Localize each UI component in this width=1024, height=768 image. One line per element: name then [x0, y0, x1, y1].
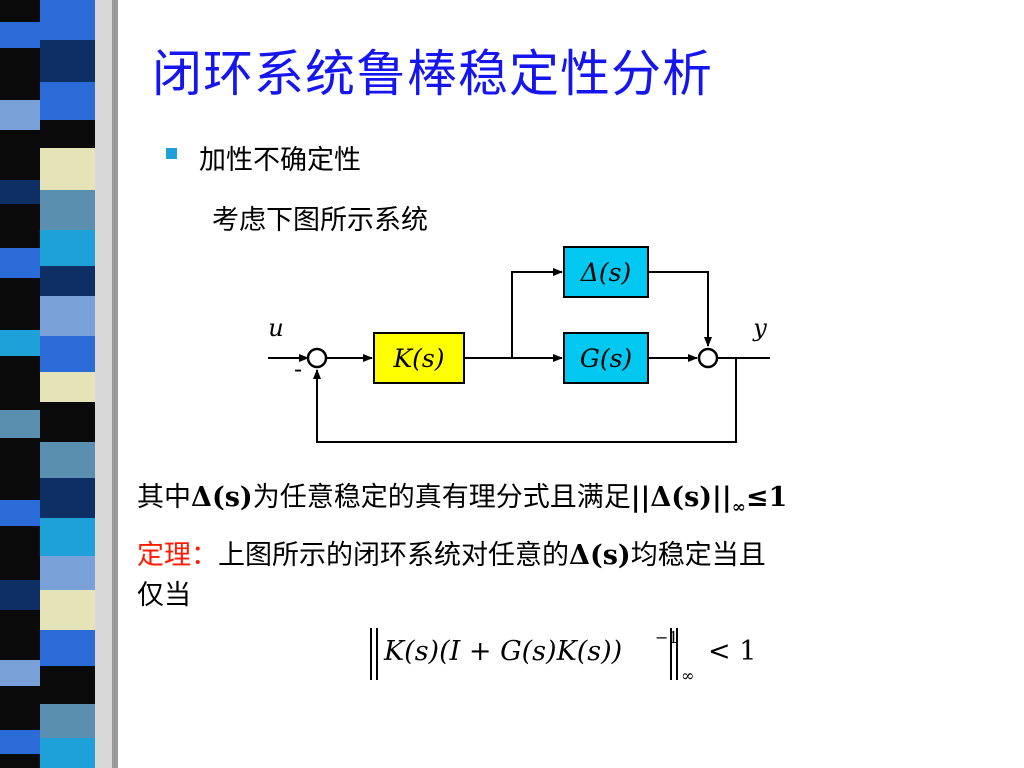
- output-label: y: [752, 314, 767, 342]
- formula-norm-subscript: ∞: [681, 666, 695, 685]
- delta-block: [563, 246, 649, 298]
- delta-block-label: Δ(s): [580, 258, 631, 287]
- block-diagram: K(s) G(s) Δ(s) u y -: [268, 246, 770, 443]
- bullet-square-icon: [166, 148, 177, 159]
- theorem-delta: Δ(s): [569, 540, 631, 571]
- condition-text: 其中Δ(s)为任意稳定的真有理分式且满足||Δ(s)||∞≤1: [137, 475, 787, 517]
- input-label: u: [268, 314, 283, 342]
- g-block: [563, 332, 649, 384]
- feedback-path: [313, 358, 737, 443]
- k-block-label: K(s): [392, 344, 444, 373]
- intro-text: 考虑下图所示系统: [212, 205, 428, 236]
- formula-rhs: < 1: [708, 636, 757, 667]
- condition-prefix: 其中: [137, 482, 191, 513]
- condition-norm-bound: ≤1: [745, 482, 788, 513]
- condition-delta: Δ(s): [191, 482, 253, 513]
- decorative-left-strip: [0, 0, 118, 768]
- g-block-label: G(s): [580, 344, 632, 373]
- theorem-text-b: 均稳定当且: [630, 540, 766, 571]
- theorem-line-1: 定理：上图所示的闭环系统对任意的Δ(s)均稳定当且: [137, 533, 766, 572]
- formula-body: K(s)(I + G(s)K(s)): [384, 636, 623, 667]
- condition-norm: ||Δ(s)||: [630, 482, 732, 513]
- summing-junction-1: [306, 347, 328, 369]
- bullet-heading: 加性不确定性: [199, 145, 361, 176]
- page-title: 闭环系统鲁棒稳定性分析: [152, 45, 713, 103]
- condition-middle: 为任意稳定的真有理分式且满足: [252, 482, 631, 513]
- condition-norm-subscript: ∞: [731, 497, 746, 518]
- formula-exponent: −1: [655, 628, 679, 647]
- theorem-text-a: 上图所示的闭环系统对任意的: [218, 540, 569, 571]
- minus-sign: -: [294, 355, 302, 383]
- summing-junction-2: [697, 347, 719, 369]
- theorem-label: 定理：: [137, 540, 218, 571]
- theorem-line-2: 仅当: [137, 580, 191, 611]
